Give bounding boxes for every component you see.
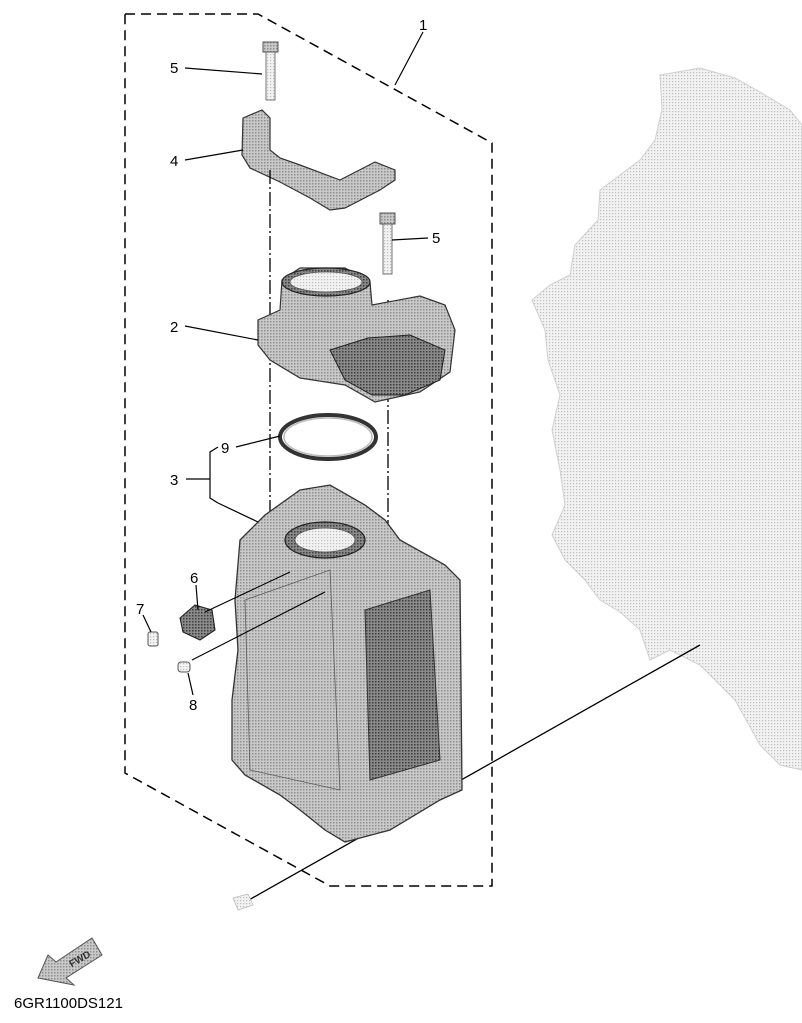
fwd-arrow-icon: FWD	[37, 937, 103, 986]
sensor-alignment-line-1	[204, 571, 291, 613]
callout-5-top: 5	[170, 60, 178, 77]
callout-2: 2	[170, 319, 178, 336]
callout-5-right: 5	[432, 230, 440, 247]
callout-3: 3	[170, 472, 178, 489]
leader-line-5-top	[184, 67, 263, 75]
bolt-top	[262, 41, 279, 101]
assembly-boundary-dashed	[124, 13, 493, 887]
sensor-alignment-line-2	[191, 591, 326, 661]
sensor-part	[179, 604, 216, 641]
leader-line-8	[187, 672, 194, 696]
leader-line-2	[184, 325, 259, 341]
bracket-part	[241, 109, 396, 211]
leader-line-9	[235, 435, 281, 448]
callout-1: 1	[419, 17, 427, 34]
callout-8: 8	[189, 697, 197, 714]
screw-part	[147, 631, 159, 647]
callout-7: 7	[136, 601, 144, 618]
leader-line-3b	[217, 502, 259, 523]
callout-4: 4	[170, 153, 178, 170]
callout-9: 9	[221, 440, 229, 457]
ghost-engine-outline	[531, 67, 802, 771]
bolt-right	[379, 212, 396, 275]
o-ring-part	[177, 661, 191, 673]
callout-6: 6	[190, 570, 198, 587]
gasket-ring-part	[278, 413, 378, 461]
alignment-line-engine	[239, 644, 701, 906]
leader-line-4	[184, 149, 244, 161]
leader-bracket-3	[209, 446, 219, 504]
diagram-code: 6GR1100DS121	[14, 995, 123, 1012]
leader-line-6	[195, 584, 199, 611]
leader-line-5-right	[391, 237, 429, 241]
intake-manifold-part	[231, 484, 463, 843]
leader-line-7	[142, 614, 152, 633]
leader-line-1	[394, 31, 424, 86]
throttle-body-part	[257, 267, 456, 403]
long-bolt-end	[232, 893, 254, 911]
